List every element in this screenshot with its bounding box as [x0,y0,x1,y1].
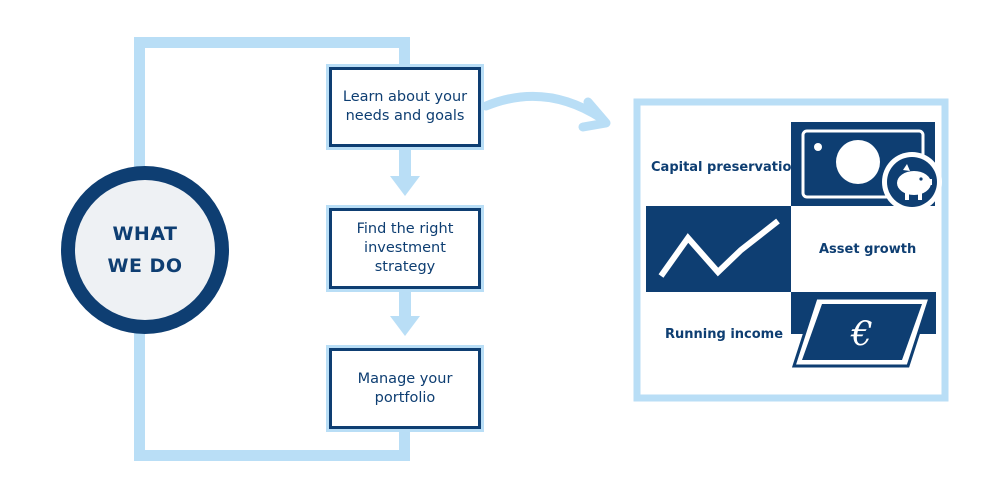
outcome-capital-preservation: Capital preservation [651,160,801,175]
svg-text:€: € [850,314,873,354]
center-label: WHAT WE DO [95,218,195,282]
down-arrow-icon [390,147,420,196]
step-manage-portfolio: Manage your portfolio [326,345,484,432]
piggy-bank-icon [882,152,942,212]
euro-banknote-icon: € [791,296,933,368]
center-label-line1: WHAT [112,223,178,245]
what-we-do-circle [61,166,229,334]
step-learn-needs: Learn about your needs and goals [326,64,484,150]
down-arrow-icon [390,289,420,336]
center-label-line2: WE DO [107,255,183,277]
outcome-running-income: Running income [665,327,784,342]
outcome-asset-growth: Asset growth [819,242,917,257]
step-find-strategy: Find the right investment strategy [326,205,484,292]
growth-tile [646,206,791,292]
curved-arrow-icon [481,91,611,132]
growth-chart-icon [658,218,780,278]
